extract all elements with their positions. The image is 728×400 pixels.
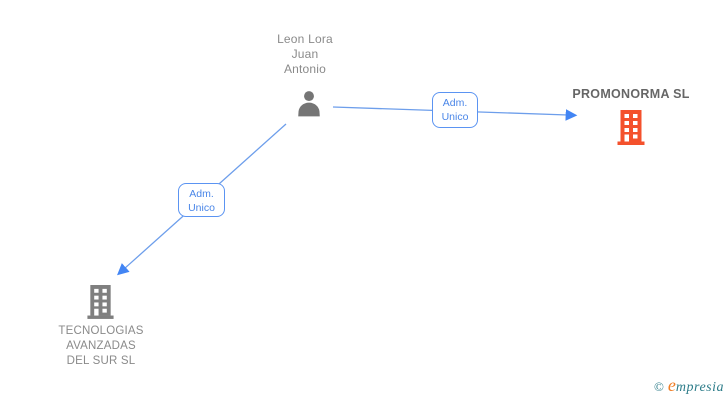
company-name-promonorma[interactable]: PROMONORMA SL bbox=[572, 87, 690, 101]
company-name-line: DEL SUR SL bbox=[66, 355, 136, 367]
company-node-promonorma[interactable] bbox=[615, 108, 647, 150]
person-name-line: Leon Lora bbox=[277, 32, 333, 46]
edge-label-line: Adm. bbox=[442, 97, 468, 109]
empresia-watermark: ©empresia bbox=[654, 375, 724, 396]
company-name-tecnologias[interactable]: TECNOLOGIAS AVANZADAS DEL SUR SL bbox=[39, 324, 163, 369]
person-name: Leon Lora Juan Antonio bbox=[245, 32, 365, 77]
edge-label-line: Adm. bbox=[189, 188, 214, 200]
edge-label-adm-unico-left[interactable]: Adm. Unico bbox=[178, 183, 225, 217]
brand-initial: e bbox=[667, 375, 676, 395]
person-name-line: Juan bbox=[291, 47, 319, 61]
company-name-line: TECNOLOGIAS bbox=[58, 325, 144, 337]
person-node[interactable] bbox=[292, 88, 326, 127]
edge-label-line: Unico bbox=[188, 202, 215, 214]
company-name-line: AVANZADAS bbox=[66, 340, 136, 352]
building-icon bbox=[615, 110, 647, 149]
copyright-icon: © bbox=[654, 379, 664, 394]
brand-text: mpresia bbox=[675, 380, 724, 395]
edge-label-adm-unico-top[interactable]: Adm. Unico bbox=[432, 92, 478, 128]
edge-label-line: Unico bbox=[441, 111, 469, 123]
company-node-tecnologias[interactable] bbox=[85, 283, 116, 324]
building-icon bbox=[85, 285, 116, 323]
person-name-line: Antonio bbox=[283, 62, 327, 76]
person-icon bbox=[292, 91, 326, 126]
